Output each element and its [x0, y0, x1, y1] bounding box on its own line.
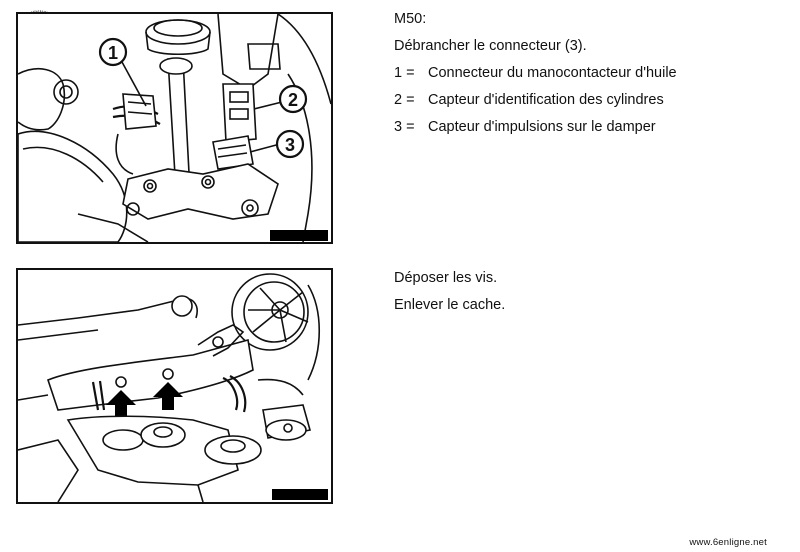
legend-item: 1 = Connecteur du manocontacteur d'huile — [394, 60, 677, 87]
footer-url: www.6enligne.net — [689, 537, 767, 548]
legend-label: Capteur d'identification des cylindres — [428, 92, 664, 108]
instruction-text: Débrancher le connecteur (3). — [394, 38, 587, 54]
callout-1: 1 — [108, 43, 118, 63]
cover-removal-illustration — [16, 268, 333, 504]
legend-item: 2 = Capteur d'identification des cylindre… — [394, 87, 677, 114]
section-title: M50: — [394, 11, 427, 27]
legend-label: Connecteur du manocontacteur d'huile — [428, 65, 677, 81]
callout-3: 3 — [285, 135, 295, 155]
legend-number: 3 = — [394, 119, 415, 135]
instruction-text: Enlever le cache. — [394, 297, 506, 313]
section-cover-instructions: Déposer les vis. Enlever le cache. — [394, 265, 505, 319]
section-m50-instructions: M50: Débrancher le connecteur (3). 1 = Co… — [394, 6, 677, 141]
callout-2: 2 — [288, 90, 298, 110]
legend-label: Capteur d'impulsions sur le damper — [428, 119, 656, 135]
legend-item: 3 = Capteur d'impulsions sur le damper — [394, 114, 677, 141]
engine-sensor-illustration: 1 2 3 — [16, 12, 333, 244]
legend-number: 1 = — [394, 65, 415, 81]
instruction-text: Déposer les vis. — [394, 270, 498, 286]
legend-number: 2 = — [394, 92, 415, 108]
